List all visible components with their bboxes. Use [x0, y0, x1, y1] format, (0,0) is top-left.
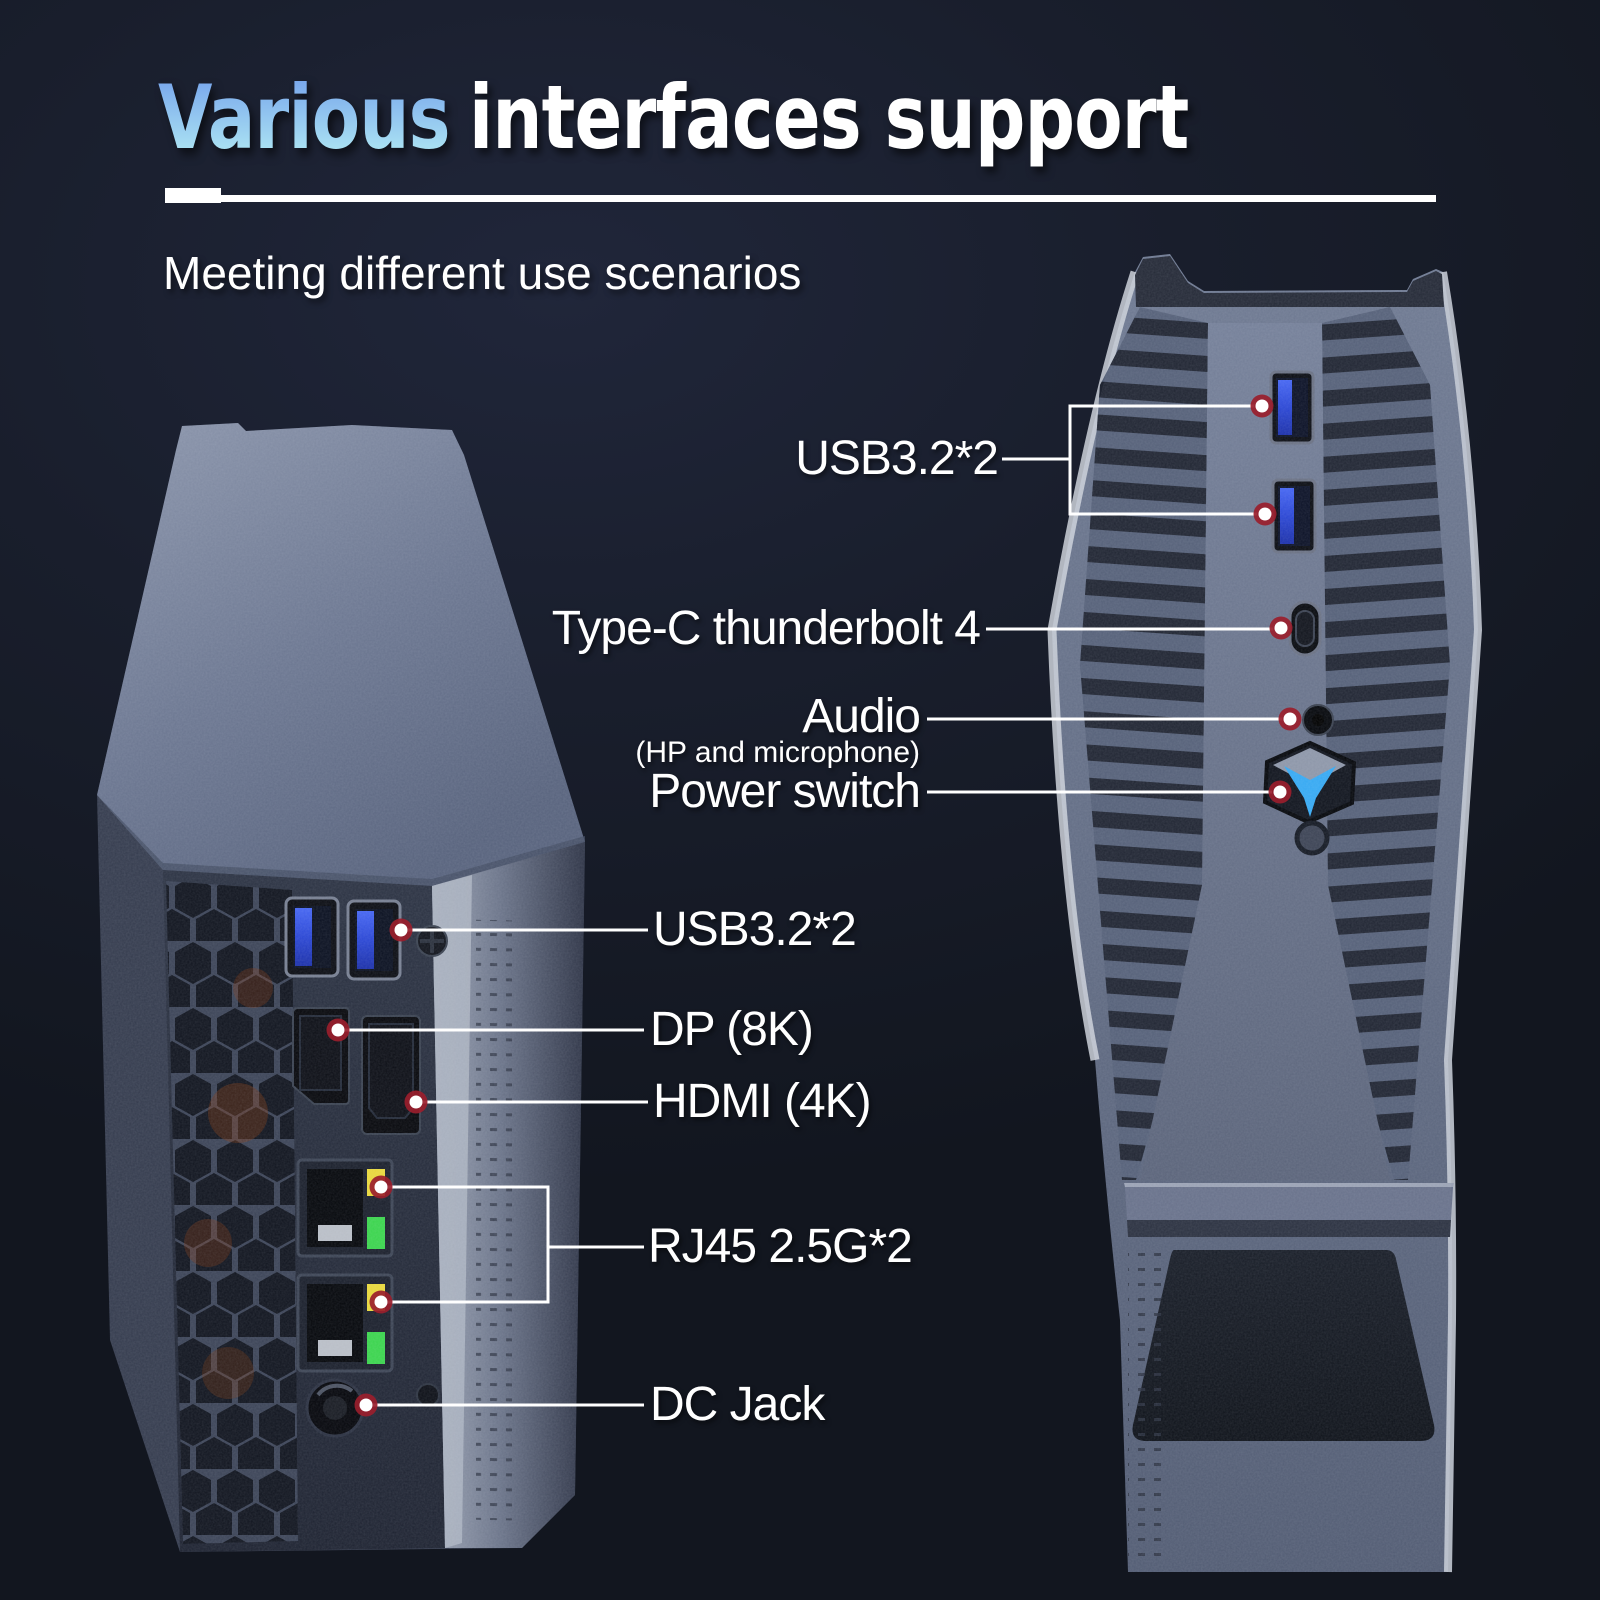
callout-label-dp: DP (8K): [650, 1003, 814, 1056]
metal-texture: [1052, 254, 1478, 1572]
title-underline-line: [221, 195, 1436, 202]
title-highlight: Various: [158, 66, 451, 169]
callout-label-power: Power switch: [649, 765, 921, 818]
callout-label-audio: Audio: [802, 690, 921, 743]
subtitle: Meeting different use scenarios: [163, 247, 802, 299]
title-underline-block: [165, 188, 221, 203]
title-rest: interfaces support: [468, 66, 1189, 169]
callout-label-typec: Type-C thunderbolt 4: [551, 602, 981, 655]
callout-label-audio-note: (HP and microphone): [635, 736, 920, 769]
callout-label-rear-usb: USB3.2*2: [653, 903, 857, 956]
callout-label-hdmi: HDMI (4K): [653, 1075, 872, 1128]
front-device-illustration: [1047, 254, 1483, 1573]
callout-label-rj45: RJ45 2.5G*2: [648, 1220, 913, 1273]
rear-device-illustration: [97, 423, 585, 1552]
metal-texture: [97, 423, 585, 1552]
callout-label-dc-jack: DC Jack: [650, 1378, 825, 1431]
callout-label-front-usb: USB3.2*2: [795, 432, 999, 485]
